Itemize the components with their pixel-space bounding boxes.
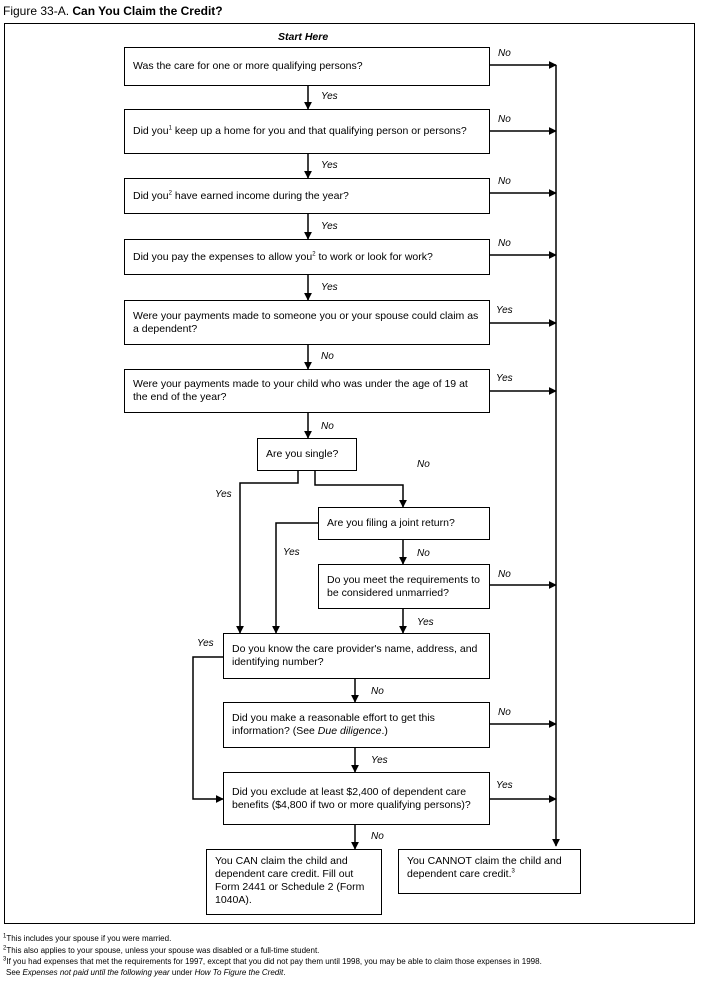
outcome-cannot-claim: You CANNOT claim the child and dependent… <box>398 849 581 894</box>
label-q7-no: No <box>417 459 430 470</box>
footnote-3-continued: See Expenses not paid until the followin… <box>6 968 286 977</box>
label-q2-no: No <box>498 114 511 125</box>
question-care-provider: Do you know the care provider's name, ad… <box>223 633 490 679</box>
label-q5-yes: Yes <box>496 305 513 316</box>
flowchart-frame <box>4 23 695 924</box>
label-q1-no: No <box>498 48 511 59</box>
arrow-q10-yes <box>192 656 224 803</box>
label-q4-no: No <box>498 238 511 249</box>
outcome-can-claim: You CAN claim the child and dependent ca… <box>206 849 382 915</box>
label-q11-yes: Yes <box>371 755 388 766</box>
label-q9-no: No <box>498 569 511 580</box>
figure-caption: Can You Claim the Credit? <box>72 4 223 18</box>
label-q12-yes: Yes <box>496 780 513 791</box>
label-q2-yes: Yes <box>321 160 338 171</box>
arrow-q7-yes <box>236 471 299 634</box>
footnote-1: 1This includes your spouse if you were m… <box>3 933 172 943</box>
start-label: Start Here <box>278 31 329 43</box>
label-q8-no: No <box>417 548 430 559</box>
question-exclude-benefits: Did you exclude at least $2,400 of depen… <box>223 772 490 825</box>
question-earned-income: Did you2 have earned income during the y… <box>124 178 490 214</box>
label-q10-yes: Yes <box>197 638 214 649</box>
arrow-q8-yes <box>272 522 318 634</box>
label-q7-yes: Yes <box>215 489 232 500</box>
label-q3-yes: Yes <box>321 221 338 232</box>
question-keep-up-home: Did you1 keep up a home for you and that… <box>124 109 490 154</box>
footnote-2: 2This also applies to your spouse, unles… <box>3 945 320 955</box>
label-q10-no: No <box>371 686 384 697</box>
question-reasonable-effort: Did you make a reasonable effort to get … <box>223 702 490 748</box>
figure-title: Figure 33-A. Can You Claim the Credit? <box>3 4 223 18</box>
label-q9-yes: Yes <box>417 617 434 628</box>
question-qualifying-persons: Was the care for one or more qualifying … <box>124 47 490 86</box>
label-q5-no: No <box>321 351 334 362</box>
label-q4-yes: Yes <box>321 282 338 293</box>
label-q3-no: No <box>498 176 511 187</box>
figure-number: Figure 33-A. <box>3 4 70 18</box>
footnote-3: 3If you had expenses that met the requir… <box>3 956 542 966</box>
question-payments-dependent: Were your payments made to someone you o… <box>124 300 490 345</box>
label-q6-no: No <box>321 421 334 432</box>
label-q12-no: No <box>371 831 384 842</box>
question-pay-expenses: Did you pay the expenses to allow you2 t… <box>124 239 490 275</box>
label-q8-yes: Yes <box>283 547 300 558</box>
question-single: Are you single? <box>257 438 357 471</box>
question-unmarried: Do you meet the requirements to be consi… <box>318 564 490 609</box>
label-q1-yes: Yes <box>321 91 338 102</box>
label-q6-yes: Yes <box>496 373 513 384</box>
question-joint-return: Are you filing a joint return? <box>318 507 490 540</box>
arrow-q7-no <box>314 471 407 508</box>
label-q11-no: No <box>498 707 511 718</box>
question-payments-child: Were your payments made to your child wh… <box>124 369 490 413</box>
